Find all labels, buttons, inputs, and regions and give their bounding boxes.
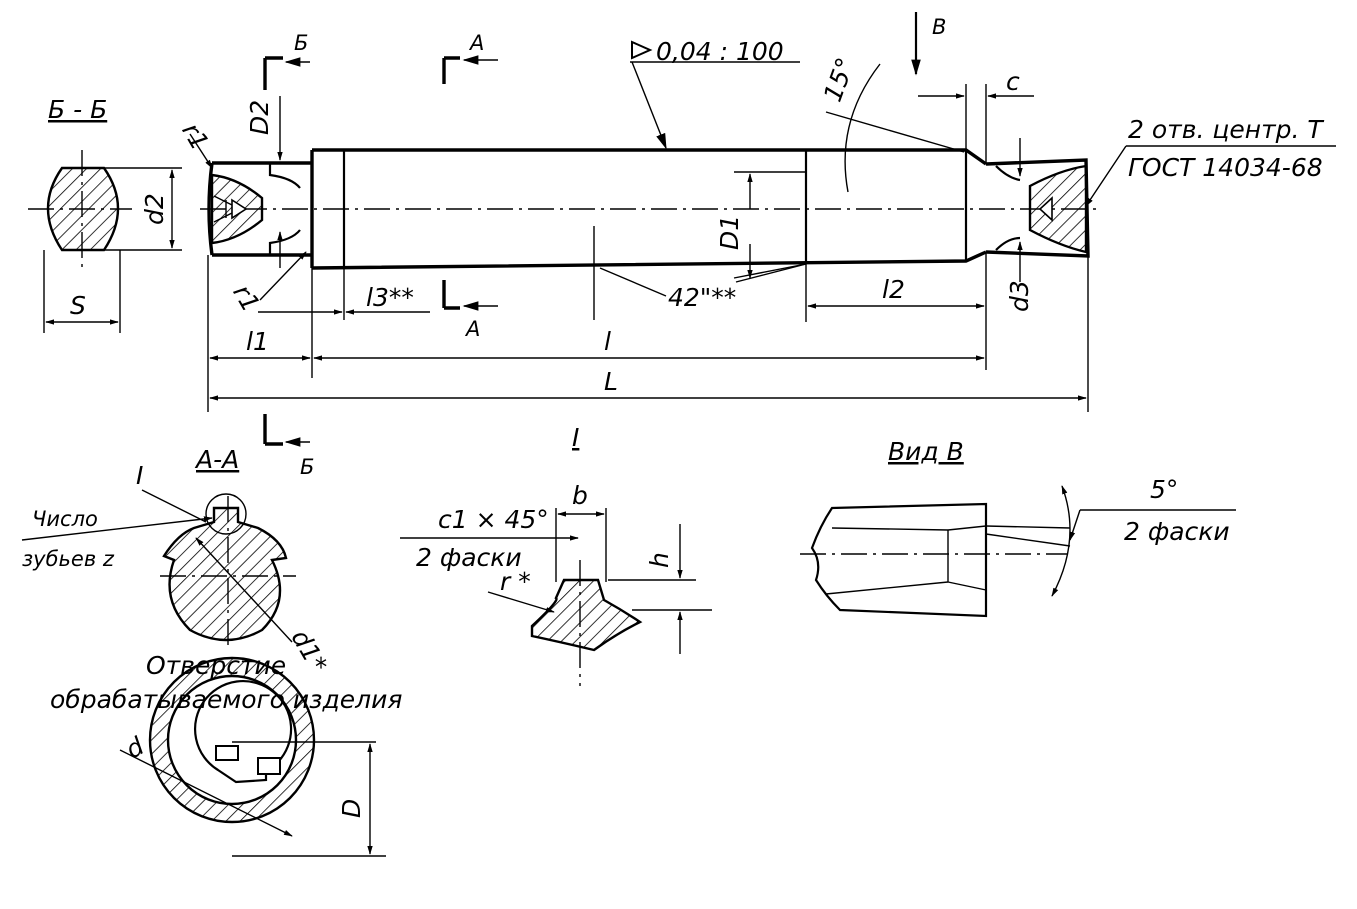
hole-keyway — [194, 680, 293, 784]
section-aa-shape — [162, 506, 288, 642]
dim-h-label: h — [645, 552, 674, 568]
teeth-label-line1: Число — [32, 507, 98, 531]
dim-r1-bottom-label: r1 — [227, 280, 265, 317]
chamfer-count-b-label: 2 фаски — [1124, 517, 1230, 546]
view-b: Вид В 5° 2 фаски — [800, 437, 1236, 618]
chamfer-c1-label: с1 × 45° — [438, 505, 549, 534]
angle-15-label: 15° — [818, 54, 860, 106]
dim-D-label: D — [337, 799, 366, 818]
dim-l3-label: l3** — [366, 283, 414, 312]
view-b-title: Вид В — [888, 437, 964, 466]
hole-label-line2: обрабатываемого изделия — [50, 685, 402, 714]
teeth-label-line2: зубьев z — [22, 547, 115, 571]
dim-D2-label: D2 — [245, 100, 274, 135]
center-holes-line2: ГОСТ 14034-68 — [1128, 153, 1323, 182]
cut-b-bottom-label: Б — [300, 455, 314, 479]
angle-5-label: 5° — [1150, 475, 1178, 504]
view-b-outline — [810, 502, 988, 618]
detail-i-title: I — [572, 423, 579, 452]
dim-l-label: l — [604, 327, 611, 356]
dim-l1-label: l1 — [246, 327, 269, 356]
cut-a-top-label: А — [468, 31, 484, 55]
taper-note: 0,04 : 100 — [656, 37, 784, 66]
dim-r1-top-label: r1 — [176, 118, 214, 155]
center-holes-line1: 2 отв. центр. Т — [1128, 115, 1324, 144]
dim-d2-label: d2 — [140, 193, 169, 225]
dim-r-star-label: r * — [500, 567, 531, 596]
detail-i-marker: I — [136, 461, 143, 490]
tooth-profile — [530, 578, 643, 652]
angle-42-label: 42"** — [668, 283, 736, 312]
dim-D1-label: D1 — [715, 215, 744, 250]
dim-c-label: с — [1006, 67, 1020, 96]
dim-d-label: d — [121, 731, 149, 764]
workpiece-hole: Отверстие обрабатываемого изделия d D — [50, 651, 402, 857]
section-bb: Б - Б d2 S — [28, 95, 182, 333]
dim-L-label: L — [604, 367, 618, 396]
dim-d3-label: d3 — [1005, 280, 1034, 312]
chamfer-count-label: 2 фаски — [416, 543, 522, 572]
dim-l2-label: l2 — [882, 275, 905, 304]
section-aa-title: А-А — [194, 445, 239, 474]
broach-main-view: Б А 0,04 : 100 В 15° с 2 отв. центр. Т Г… — [176, 12, 1336, 479]
detail-i: I b с1 × 45° 2 фаски r * h — [400, 423, 712, 686]
dim-d1-star-label: d1* — [286, 625, 333, 678]
view-b-arrow-label: В — [932, 15, 946, 39]
dim-s-label: S — [70, 291, 86, 320]
cut-b-top-label: Б — [294, 31, 308, 55]
cut-a-bottom-label: А — [464, 317, 480, 341]
section-bb-title: Б - Б — [48, 95, 107, 124]
section-aa: А-А I Число зубьев z d1* — [21, 445, 333, 678]
dim-b-label: b — [572, 481, 588, 510]
